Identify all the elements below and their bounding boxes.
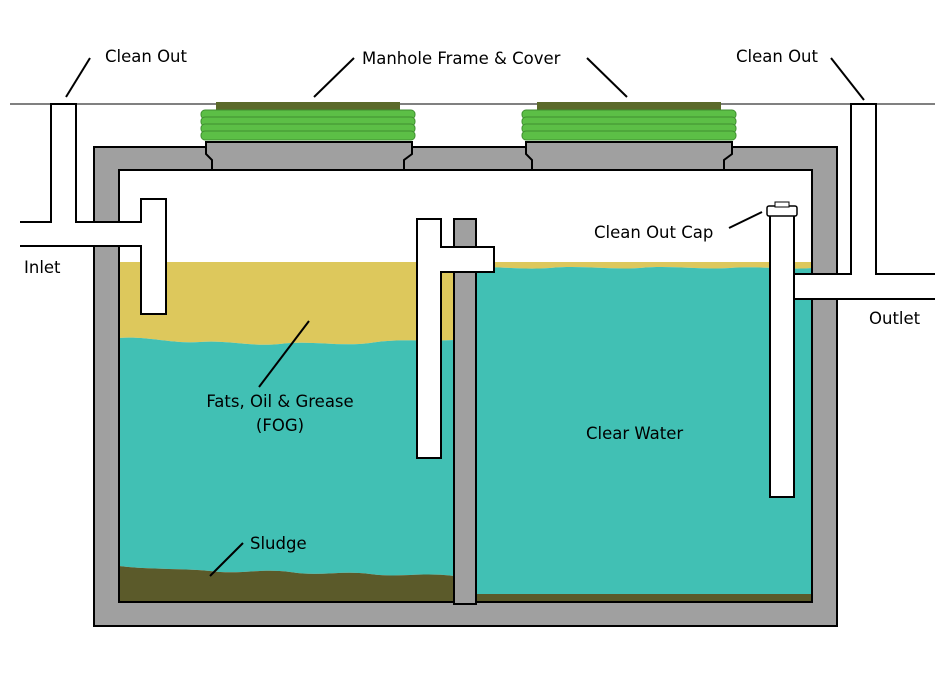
leader-clean-out-left: [65, 57, 91, 98]
label-clean-out-left: Clean Out: [105, 47, 187, 66]
transfer-pipe: [416, 218, 495, 459]
label-manhole: Manhole Frame & Cover: [362, 49, 561, 68]
leader-manhole-right: [586, 57, 628, 98]
leader-clean-out-cap: [728, 211, 763, 229]
transfer-pipe-gap: [453, 248, 477, 271]
manhole-frame-right: [525, 141, 733, 171]
leader-manhole-left: [313, 57, 355, 98]
leader-sludge: [209, 542, 244, 577]
manhole-cover-left: [200, 102, 416, 141]
label-inlet: Inlet: [24, 258, 61, 277]
inlet-pipe-gap: [94, 223, 120, 245]
label-fog-line2: (FOG): [255, 416, 305, 435]
leader-clean-out-right: [830, 57, 865, 101]
right-fog-film: [476, 262, 812, 269]
baffle-wall: [453, 218, 477, 605]
right-water: [476, 267, 812, 594]
right-sludge: [476, 594, 812, 602]
left-sludge: [119, 566, 454, 602]
manhole-frame-left: [205, 141, 413, 171]
clean-out-cap-knob: [774, 201, 790, 208]
leader-fog: [258, 320, 310, 388]
fog-layer: [119, 262, 454, 345]
label-outlet: Outlet: [869, 309, 921, 328]
left-water: [119, 337, 454, 576]
manhole-cover-right: [521, 102, 737, 141]
label-clean-out-cap: Clean Out Cap: [594, 223, 714, 242]
outlet-pipe: [769, 103, 935, 498]
label-clear-water: Clear Water: [586, 424, 684, 443]
label-fog-line1: Fats, Oil & Grease: [206, 392, 354, 411]
label-clean-out-right: Clean Out: [736, 47, 818, 66]
outlet-pipe-gap: [795, 275, 849, 298]
inlet-pipe: [20, 103, 167, 315]
label-sludge: Sludge: [250, 534, 307, 553]
